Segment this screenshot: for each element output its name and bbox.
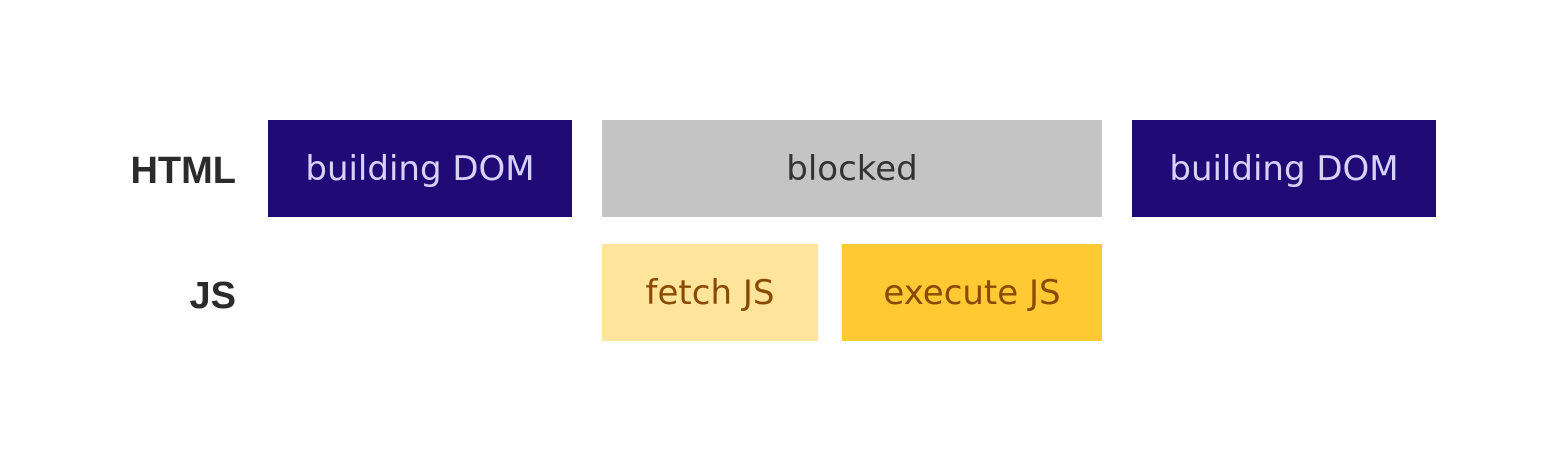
execute-js-block: execute JS [842, 244, 1102, 341]
building-dom-block-2: building DOM [1132, 120, 1436, 217]
blocked-block: blocked [602, 120, 1102, 217]
row-label-html: HTML [130, 150, 236, 192]
building-dom-block-1: building DOM [268, 120, 572, 217]
row-label-js: JS [189, 275, 236, 317]
fetch-js-block: fetch JS [602, 244, 818, 341]
